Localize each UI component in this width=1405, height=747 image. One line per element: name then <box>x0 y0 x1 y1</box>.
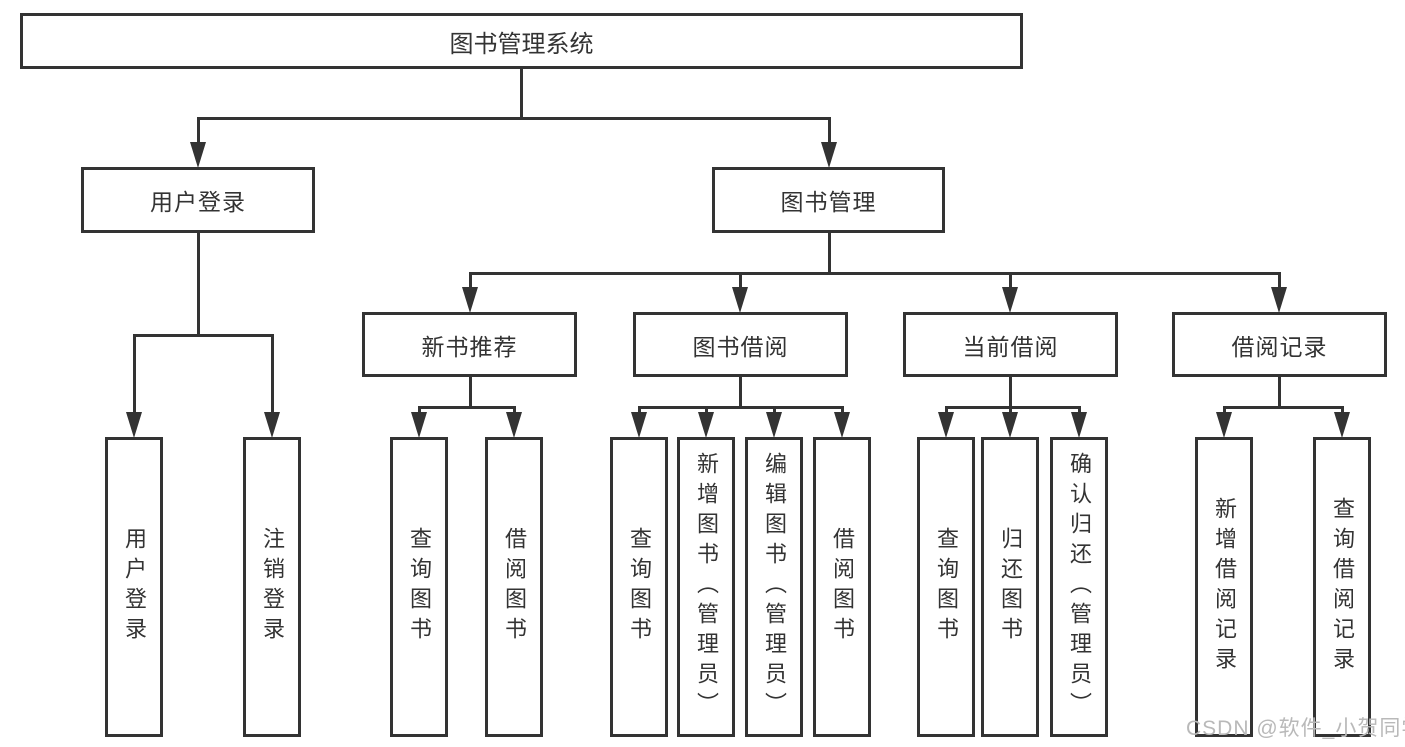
leaf-query-borrow-record: 查询借阅记录 <box>1313 437 1371 737</box>
node-new-book-recommend: 新书推荐 <box>362 312 577 377</box>
connector-bar <box>418 406 516 409</box>
node-current-borrow: 当前借阅 <box>903 312 1118 377</box>
arrowhead-down-icon <box>190 142 206 168</box>
connector-drop <box>739 272 742 296</box>
arrowhead-down-icon <box>126 412 142 438</box>
arrowhead-down-icon <box>462 287 478 313</box>
connector-stem <box>469 375 472 409</box>
node-book-management: 图书管理 <box>712 167 945 233</box>
leaf-label: 编辑图书（管理员） <box>762 452 787 722</box>
connector-bar <box>197 117 831 120</box>
arrowhead-down-icon <box>411 412 427 438</box>
arrowhead-down-icon <box>821 142 837 168</box>
leaf-query-books-borrow: 查询图书 <box>610 437 668 737</box>
connector-drop <box>133 334 136 421</box>
node-library-management-system: 图书管理系统 <box>20 13 1023 69</box>
node-user-login: 用户登录 <box>81 167 315 233</box>
arrowhead-down-icon <box>264 412 280 438</box>
connector-drop <box>271 334 274 421</box>
leaf-label: 查询图书 <box>627 527 652 647</box>
arrowhead-down-icon <box>834 412 850 438</box>
connector-stem <box>739 375 742 409</box>
connector-drop <box>828 117 831 151</box>
connector-bar <box>133 334 274 337</box>
leaf-logout: 注销登录 <box>243 437 301 737</box>
leaf-borrow-books: 借阅图书 <box>813 437 871 737</box>
leaf-label: 归还图书 <box>998 527 1023 647</box>
connector-drop <box>197 117 200 151</box>
connector-drop <box>1278 272 1281 296</box>
arrowhead-down-icon <box>766 412 782 438</box>
connector-stem <box>197 231 200 337</box>
connector-drop <box>469 272 472 296</box>
arrowhead-down-icon <box>631 412 647 438</box>
csdn-watermark: CSDN @软件_小贺同学 <box>1186 717 1405 740</box>
connector-stem <box>520 69 523 120</box>
arrowhead-down-icon <box>1216 412 1232 438</box>
connector-bar <box>945 406 1081 409</box>
leaf-user-login: 用户登录 <box>105 437 163 737</box>
node-book-borrow: 图书借阅 <box>633 312 848 377</box>
leaf-label: 注销登录 <box>260 527 285 647</box>
leaf-edit-books-admin: 编辑图书（管理员） <box>745 437 803 737</box>
arrowhead-down-icon <box>938 412 954 438</box>
connector-bar <box>1223 406 1344 409</box>
leaf-label: 用户登录 <box>122 527 147 647</box>
arrowhead-down-icon <box>506 412 522 438</box>
leaf-label: 新增图书（管理员） <box>694 452 719 722</box>
leaf-borrow-books-recommend: 借阅图书 <box>485 437 543 737</box>
leaf-label: 查询图书 <box>934 527 959 647</box>
arrowhead-down-icon <box>1271 287 1287 313</box>
arrowhead-down-icon <box>732 287 748 313</box>
connector-stem <box>1009 375 1012 409</box>
node-borrow-record: 借阅记录 <box>1172 312 1387 377</box>
arrowhead-down-icon <box>1002 412 1018 438</box>
arrowhead-down-icon <box>698 412 714 438</box>
leaf-label: 借阅图书 <box>502 527 527 647</box>
leaf-label: 借阅图书 <box>830 527 855 647</box>
connector-bar <box>638 406 844 409</box>
arrowhead-down-icon <box>1334 412 1350 438</box>
connector-stem <box>828 231 831 275</box>
leaf-add-borrow-record: 新增借阅记录 <box>1195 437 1253 737</box>
leaf-query-books-current: 查询图书 <box>917 437 975 737</box>
leaf-label: 确认归还（管理员） <box>1067 452 1092 722</box>
leaf-label: 查询借阅记录 <box>1330 497 1355 677</box>
leaf-add-books-admin: 新增图书（管理员） <box>677 437 735 737</box>
leaf-label: 查询图书 <box>407 527 432 647</box>
connector-stem <box>1278 375 1281 409</box>
arrowhead-down-icon <box>1071 412 1087 438</box>
leaf-return-books: 归还图书 <box>981 437 1039 737</box>
leaf-confirm-return-admin: 确认归还（管理员） <box>1050 437 1108 737</box>
leaf-query-books-recommend: 查询图书 <box>390 437 448 737</box>
leaf-label: 新增借阅记录 <box>1212 497 1237 677</box>
connector-drop <box>1009 272 1012 296</box>
arrowhead-down-icon <box>1002 287 1018 313</box>
connector-bar <box>469 272 1281 275</box>
